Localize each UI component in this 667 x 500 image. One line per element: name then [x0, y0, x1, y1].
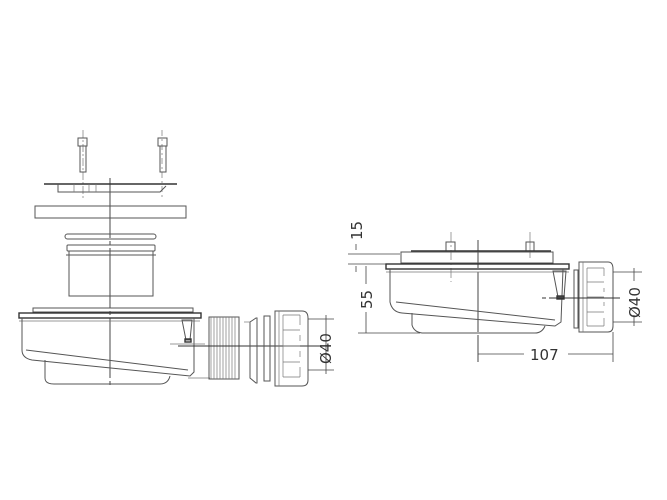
flat-washer [263, 315, 271, 382]
flange-assembled [385, 263, 570, 270]
threaded-outlet [208, 316, 240, 380]
dim-label-diameter-right: Ø40 [626, 287, 644, 318]
upper-sleeve [66, 244, 156, 297]
cone-gasket [249, 317, 258, 384]
grate-plate [44, 183, 177, 193]
trap-body [18, 307, 210, 385]
dimension-top-height: 15 [348, 221, 400, 272]
dimension-diameter-right: Ø40 [613, 268, 644, 326]
screw-left-assembled [445, 241, 456, 252]
screw-right [157, 130, 168, 200]
trap-body-assembled [389, 268, 564, 327]
dim-label-55: 55 [358, 290, 376, 309]
screw-left [77, 130, 88, 200]
o-ring [64, 233, 157, 240]
seal-plate [34, 205, 187, 219]
compression-nut [274, 310, 309, 387]
compression-nut-assembled [573, 261, 614, 333]
dimension-body-height: 55 [358, 266, 420, 334]
dimension-diameter-left: Ø40 [308, 315, 335, 374]
dim-label-107: 107 [530, 346, 559, 364]
exploded-view: Ø40 [18, 130, 335, 388]
dim-label-15: 15 [348, 221, 366, 240]
dim-label-diameter-left: Ø40 [317, 333, 335, 364]
dimension-length: 107 [478, 332, 614, 364]
assembled-view: 15 55 Ø40 107 [348, 221, 644, 364]
grate-assembled [400, 251, 554, 264]
